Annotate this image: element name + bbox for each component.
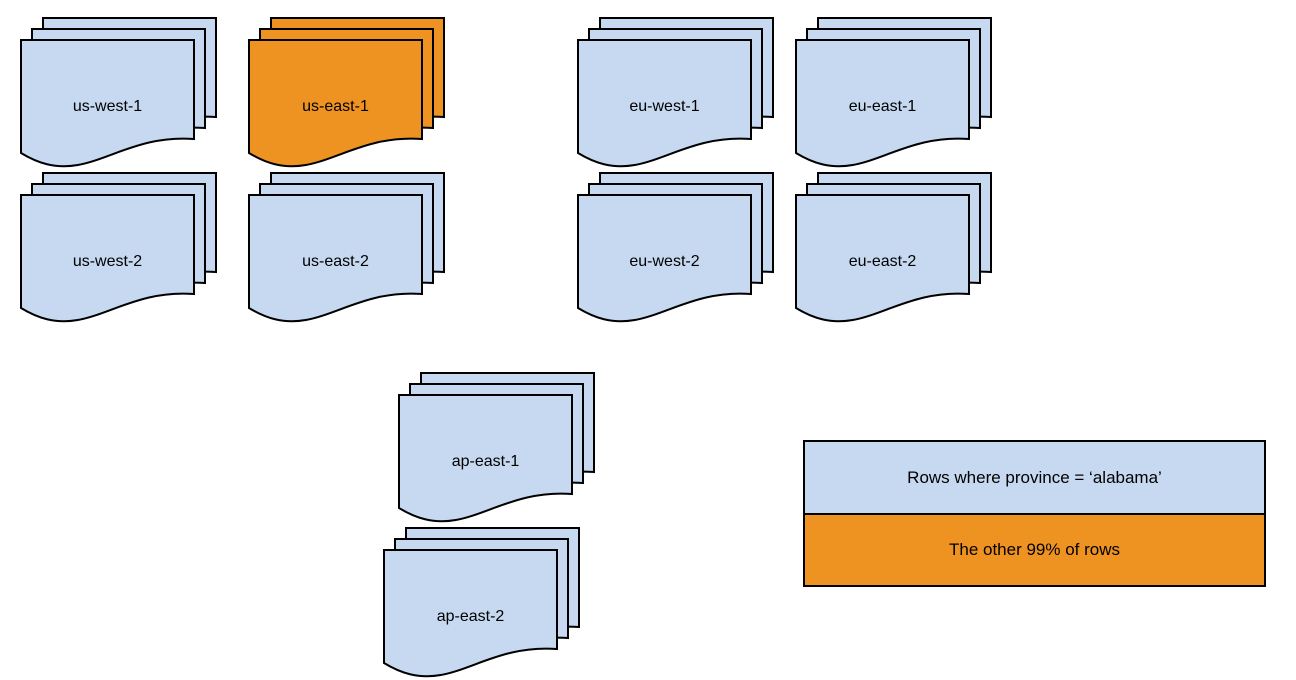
document-stack-icon [248,172,445,323]
region-node-us-east-1[interactable]: us-east-1 [248,17,445,169]
document-stack-icon [248,17,445,168]
legend-item-label: Rows where province = ‘alabama’ [907,467,1162,487]
region-node-us-east-2[interactable]: us-east-2 [248,172,445,324]
legend: Rows where province = ‘alabama’ The other… [803,440,1266,587]
region-node-eu-west-1[interactable]: eu-west-1 [577,17,774,169]
legend-item-label: The other 99% of rows [948,540,1121,559]
region-node-eu-east-1[interactable]: eu-east-1 [795,17,992,169]
document-stack-icon [577,172,774,323]
document-stack-icon [20,17,217,168]
region-node-eu-west-2[interactable]: eu-west-2 [577,172,774,324]
region-node-ap-east-2[interactable]: ap-east-2 [383,527,580,679]
legend-item-blue: Rows where province = ‘alabama’ [805,442,1264,515]
region-node-ap-east-1[interactable]: ap-east-1 [398,372,595,524]
document-stack-icon [20,172,217,323]
document-stack-icon [795,17,992,168]
document-stack-icon [398,372,595,523]
document-stack-icon [577,17,774,168]
legend-item-orange: The other 99% of rows [805,515,1264,585]
region-node-us-west-2[interactable]: us-west-2 [20,172,217,324]
region-node-us-west-1[interactable]: us-west-1 [20,17,217,169]
document-stack-icon [795,172,992,323]
region-node-eu-east-2[interactable]: eu-east-2 [795,172,992,324]
document-stack-icon [383,527,580,678]
